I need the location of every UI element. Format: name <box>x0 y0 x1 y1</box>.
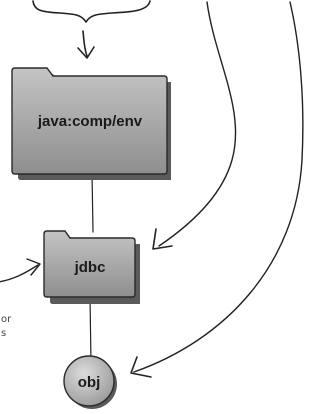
long-arrow-to-jdbc-head <box>152 228 173 250</box>
jdbc-folder-label: jdbc <box>74 259 106 276</box>
jdbc-to-obj-line <box>89 295 92 365</box>
long-arrow-to-obj <box>133 1 304 373</box>
long-arrow-to-obj-head <box>130 356 152 378</box>
curly-brace <box>32 0 151 23</box>
obj-node: obj <box>63 355 117 409</box>
jdbc-folder: jdbc <box>43 230 140 304</box>
side-note-line-1: or <box>1 314 12 325</box>
side-note-line-2: s <box>1 328 6 339</box>
obj-node-label: obj <box>78 374 101 391</box>
long-arrow-to-jdbc <box>158 1 237 247</box>
env-to-jdbc-line <box>91 171 94 233</box>
env-folder: java:comp/env <box>11 67 171 180</box>
brace-to-env-arrowhead <box>77 46 95 59</box>
brace-to-env-arrow <box>82 30 88 57</box>
env-folder-label: java:comp/env <box>37 113 143 130</box>
left-arrow-to-jdbc <box>0 264 39 283</box>
left-arrow-to-jdbc-head <box>26 258 41 276</box>
